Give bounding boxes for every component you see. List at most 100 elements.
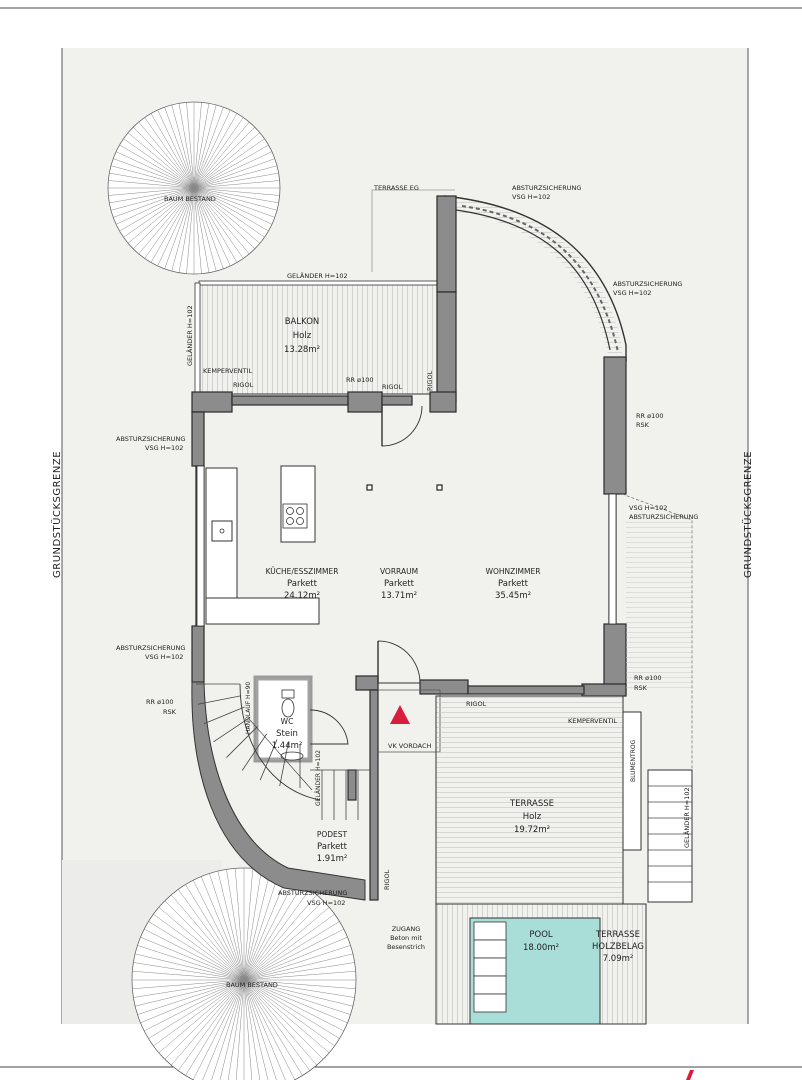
tree-ray [133, 979, 245, 998]
tree-ray [193, 103, 210, 189]
rigol-bottom-label: RIGOL [383, 869, 391, 890]
room-wohnzimmer-name: WOHNZIMMER [486, 567, 541, 576]
tree-ray [127, 132, 195, 189]
tree-bottom [131, 867, 357, 1080]
tree-ray [171, 187, 195, 272]
tree-ray [193, 187, 280, 196]
room-vorraum-material: Parkett [384, 579, 415, 589]
room-vorraum-area: 13.71m² [381, 591, 417, 601]
room-terrasse-holz-name: TERRASSE [595, 930, 640, 940]
tree-ray [193, 104, 217, 189]
tree-ray [144, 187, 195, 259]
room-balkon-name: BALKON [285, 317, 320, 327]
tree-ray [110, 165, 195, 189]
absturz-bottom-l1: ABSTURZSICHERUNG [278, 889, 347, 897]
tree-ray [243, 979, 311, 1071]
tree-ray [158, 907, 245, 981]
zugang-l3: Besenstrich [387, 943, 425, 951]
tree-ray [243, 894, 317, 981]
cooktop [282, 503, 308, 529]
tree-ray [119, 144, 195, 189]
window-right [608, 493, 617, 625]
tree-ray [133, 187, 195, 249]
tree-ray [144, 979, 245, 1032]
tree-ray [243, 871, 271, 981]
room-terrasse-holz-material: HOLZBELAG [592, 942, 644, 952]
tree-ray [243, 868, 254, 981]
tree-ray [137, 945, 245, 981]
room-terrasse-holz-area: 7.09m² [603, 954, 634, 964]
rr-rsk-right1-l1: RR ø100 [636, 412, 663, 420]
tree-ray [193, 165, 278, 189]
tree-ray [243, 953, 353, 981]
tree-ray [243, 979, 355, 998]
door-entrance[interactable] [377, 640, 421, 684]
tree-ray [193, 187, 244, 259]
terrace-right-deck [626, 520, 692, 690]
rr-rsk-right1-l2: RSK [636, 421, 650, 429]
rr-rsk-left-l2: RSK [163, 708, 177, 716]
tree-ray [157, 187, 195, 267]
tree-ray [193, 187, 231, 267]
tree-ray [217, 871, 245, 981]
absturz-left2-l2: VSG H=102 [145, 653, 183, 661]
stair-treads [196, 683, 301, 788]
tree-ray [113, 158, 195, 189]
vk-vordach-label: VK VORDACH [388, 742, 432, 750]
zugang-l1: ZUGANG [392, 925, 421, 933]
tree-ray [243, 907, 330, 981]
tree-ray [193, 180, 280, 189]
rr-rsk-left-l1: RR ø100 [146, 698, 173, 706]
room-terrasse-material: Holz [523, 812, 542, 822]
terrasse-eg-outline [371, 189, 455, 272]
room-wohnzimmer-area: 35.45m² [495, 591, 531, 601]
zugang-l2: Beton mit [390, 934, 422, 942]
tree-ray [193, 187, 238, 263]
door-balkon[interactable] [381, 405, 423, 447]
tree-ray [193, 187, 210, 273]
blumentrog-box [622, 711, 642, 851]
blumentrog-label: BLUMENTROG [630, 739, 637, 782]
sink-drain [219, 528, 225, 534]
tree-ray [153, 913, 245, 981]
rigol-1-label: RIGOL [233, 381, 254, 389]
cooktop-burners [286, 507, 304, 525]
tree-bottom-label: BAUM BESTAND [226, 981, 278, 989]
stair-tread [213, 717, 251, 743]
tree-ray [243, 979, 353, 1007]
terrace-stair [647, 769, 693, 903]
tree-ray [193, 102, 202, 189]
pool-steps [473, 921, 507, 1013]
toilet-bowl [281, 698, 295, 718]
room-kueche-area: 24.12m² [284, 591, 320, 601]
tree-ray [150, 113, 195, 189]
tree-ray [157, 109, 195, 189]
absturz-left2-l1: ABSTURZSICHERUNG [116, 644, 185, 652]
tree-ray [133, 127, 195, 189]
room-kueche-name: KÜCHE/ESSZIMMER [266, 567, 339, 576]
tree-ray [144, 117, 195, 189]
wc-room [253, 675, 313, 763]
tree-ray [243, 979, 330, 1053]
tree-ray [178, 103, 195, 189]
tree-ray [202, 979, 245, 1080]
tree-ray [185, 884, 245, 981]
tree-ray [178, 187, 195, 273]
tree-ray [148, 979, 245, 1039]
tree-ray [186, 187, 195, 274]
tree-ray [243, 884, 303, 981]
tree-ray [193, 151, 273, 189]
tree-ray [133, 962, 245, 981]
entrance-marker [390, 705, 410, 724]
stair-tread [259, 739, 278, 781]
tree-ray [127, 187, 195, 244]
stair-tread [279, 742, 289, 787]
column-1 [366, 484, 373, 491]
tree-ray [243, 913, 335, 981]
absturz-left1-l2: VSG H=102 [145, 444, 183, 452]
tree-ray [193, 187, 265, 238]
tree-ray [140, 936, 245, 981]
tree-ray [193, 107, 224, 189]
absturz-right-upper-l2: VSG H=102 [613, 289, 651, 297]
door-wc[interactable] [309, 709, 349, 745]
